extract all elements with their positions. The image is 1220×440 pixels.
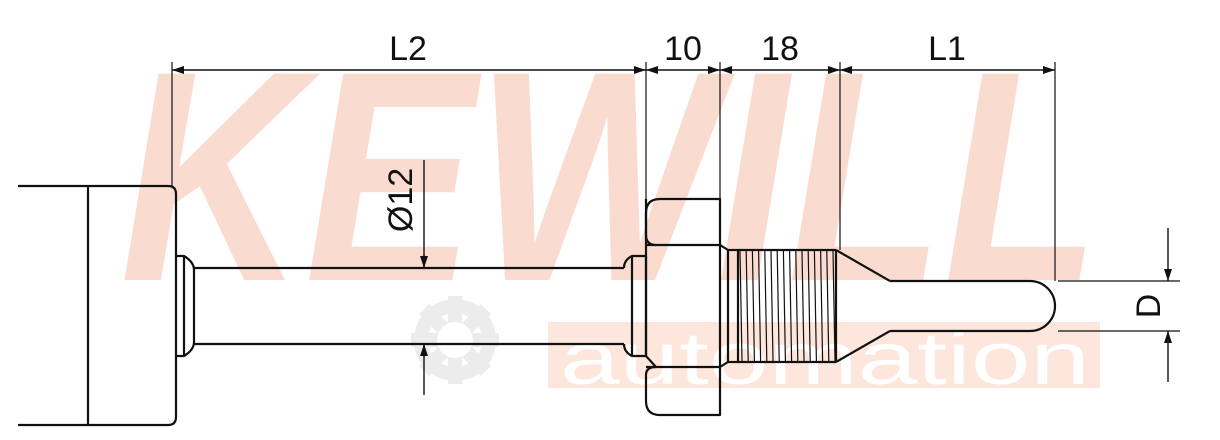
thread-tooth (826, 250, 830, 362)
probe-tip (835, 249, 1057, 363)
thread-tooth (795, 250, 799, 362)
extension-lines (171, 62, 1180, 332)
thread-tooth (807, 250, 811, 362)
label-thread-length: 18 (761, 30, 799, 68)
part-outline (18, 184, 1057, 427)
watermark-sub: automation (560, 317, 1090, 400)
thread-section (728, 248, 838, 364)
dimension-lines (172, 66, 1172, 395)
label-l1: L1 (928, 30, 966, 68)
thread-tooth (782, 250, 786, 362)
thread-tooth (820, 250, 824, 362)
thread-tooth (832, 250, 836, 362)
thread-tooth (751, 250, 755, 362)
thread-tooth (801, 250, 805, 362)
thread-tooth (758, 250, 762, 362)
label-tip-diameter: D (1130, 294, 1168, 319)
thread-tooth (739, 250, 743, 362)
thread-tooth (770, 250, 774, 362)
label-diameter: Ø12 (382, 168, 420, 232)
stem (194, 266, 624, 346)
thread-tooth (745, 250, 749, 362)
label-l2: L2 (389, 30, 427, 68)
label-hex-width: 10 (664, 30, 702, 68)
hex-nut (644, 197, 730, 417)
thread-tooth (789, 250, 793, 362)
left-collar (176, 254, 196, 358)
thread-teeth (739, 250, 836, 362)
thread-tooth (764, 250, 768, 362)
head-flange (18, 184, 178, 427)
thread-tooth (813, 250, 817, 362)
thread-tooth (776, 250, 780, 362)
watermark: KEWILL automation (120, 8, 1100, 400)
watermark-brand-k: KEWILL (120, 8, 1100, 344)
